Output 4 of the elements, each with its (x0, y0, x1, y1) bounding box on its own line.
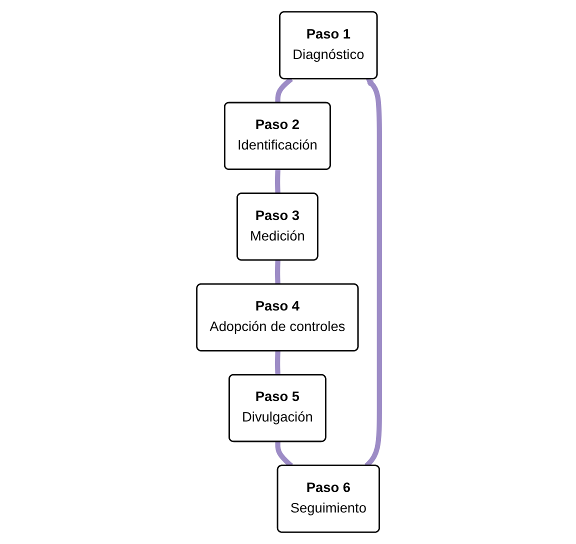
connector (274, 169, 280, 194)
connector (274, 260, 280, 285)
connector (274, 350, 280, 376)
connector (275, 77, 293, 104)
